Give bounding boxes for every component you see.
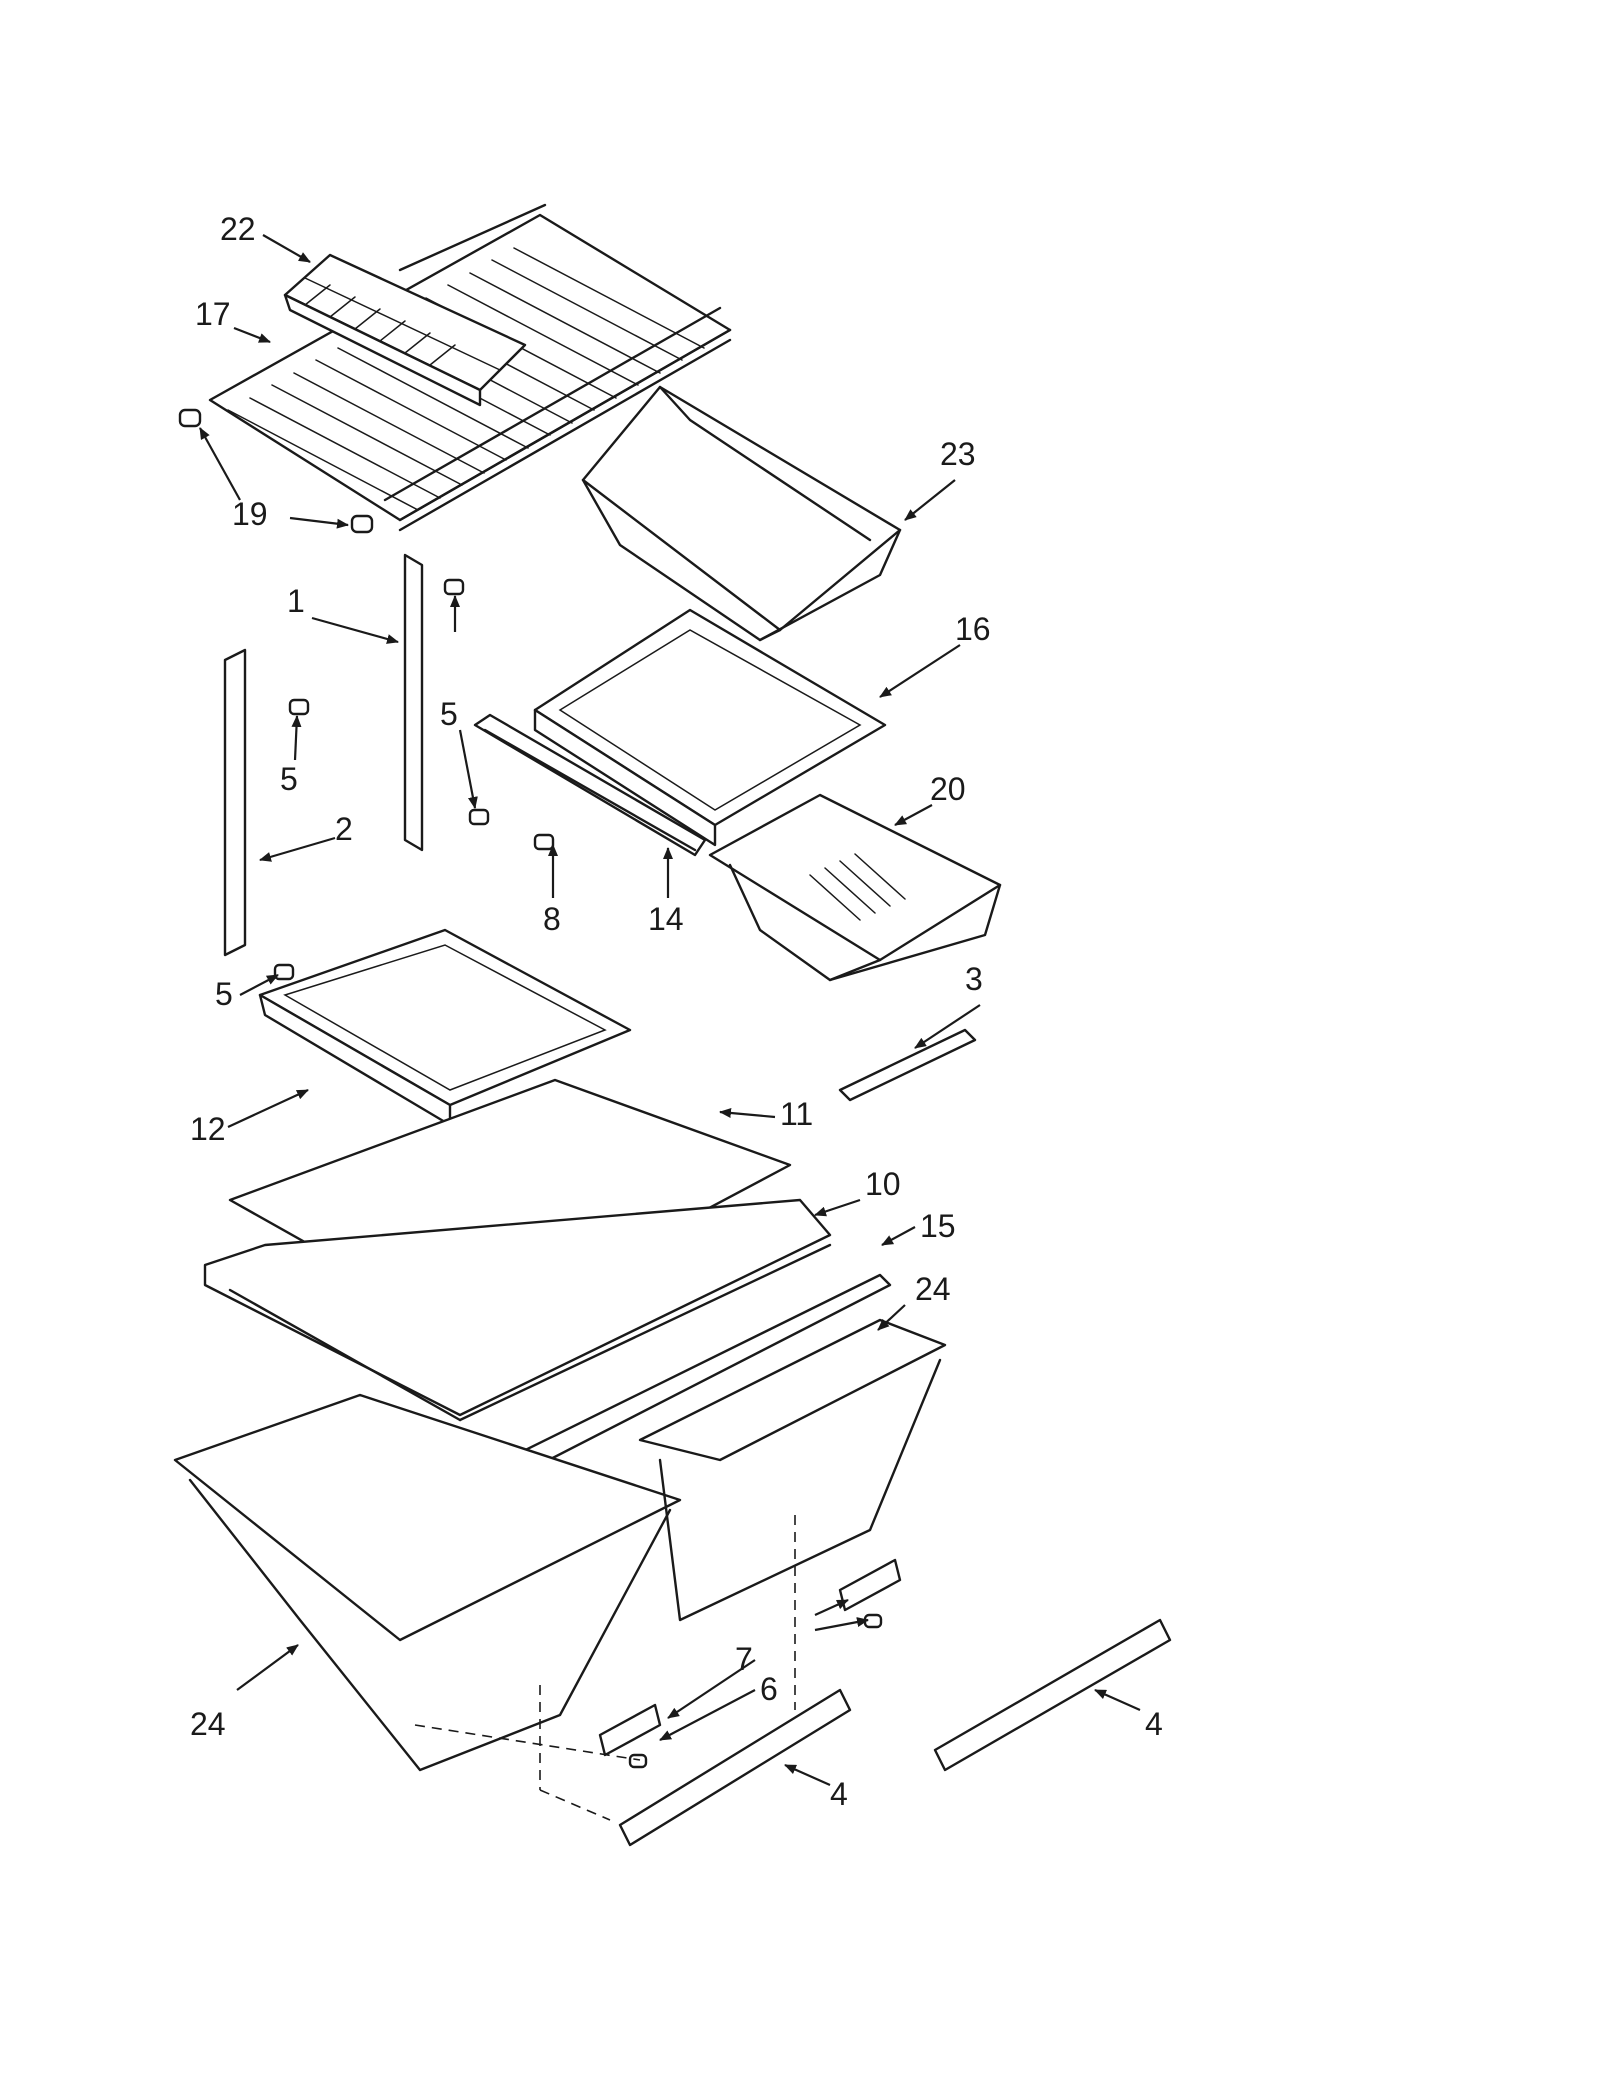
- callout-10: 10: [865, 1166, 901, 1202]
- alignment-lines: [414, 1515, 796, 1821]
- storage-bin: [581, 385, 902, 642]
- callout-20: 20: [930, 771, 966, 807]
- ice-cube-tray: [283, 253, 527, 407]
- callout-12: 12: [190, 1111, 226, 1147]
- drawer-trim-left: [618, 1688, 852, 1847]
- crisper-drawer: [708, 793, 1002, 982]
- crisper-cover-frame: [203, 1198, 832, 1422]
- callout-11: 11: [780, 1096, 813, 1132]
- upper-glass-shelf: [533, 608, 887, 847]
- callout-15: 15: [920, 1208, 956, 1244]
- callout-6: 6: [760, 1671, 778, 1707]
- shelf-support-bracket: [473, 713, 707, 857]
- crisper-drawer-left: [173, 1393, 682, 1772]
- callout-17: 17: [195, 296, 231, 332]
- callout-3: 3: [965, 961, 983, 997]
- shelf-stop-pins: [178, 408, 374, 534]
- middle-glass-shelf: [258, 928, 632, 1127]
- callout-5-upper: 5: [440, 696, 458, 732]
- callout-19: 19: [232, 496, 268, 532]
- crisper-drawer-right: [638, 1318, 947, 1622]
- callout-1: 1: [287, 583, 305, 619]
- callout-23: 23: [940, 436, 976, 472]
- drawer-trim-right: [933, 1618, 1172, 1772]
- callout-4-left: 4: [830, 1776, 848, 1812]
- callout-24-right: 24: [915, 1271, 951, 1307]
- callout-5-left: 5: [280, 761, 298, 797]
- callout-8: 8: [543, 901, 561, 937]
- callout-4-right: 4: [1145, 1706, 1163, 1742]
- callout-14: 14: [648, 901, 684, 937]
- callout-24-left: 24: [190, 1706, 226, 1742]
- shelf-channel-left: [223, 648, 247, 957]
- leader-arrows: [199, 234, 1141, 1787]
- callout-2: 2: [335, 811, 353, 847]
- callout-5-lower: 5: [215, 976, 233, 1012]
- screws: [273, 578, 555, 981]
- callout-22: 22: [220, 211, 256, 247]
- shelf-channel-right: [403, 553, 424, 852]
- trim-strip: [838, 1028, 977, 1102]
- callout-labels: 22 17 19 23 1 5 16 5 2 20 8 14 5 3 12 11…: [190, 211, 1163, 1812]
- callout-7: 7: [735, 1641, 753, 1677]
- callout-16: 16: [955, 611, 991, 647]
